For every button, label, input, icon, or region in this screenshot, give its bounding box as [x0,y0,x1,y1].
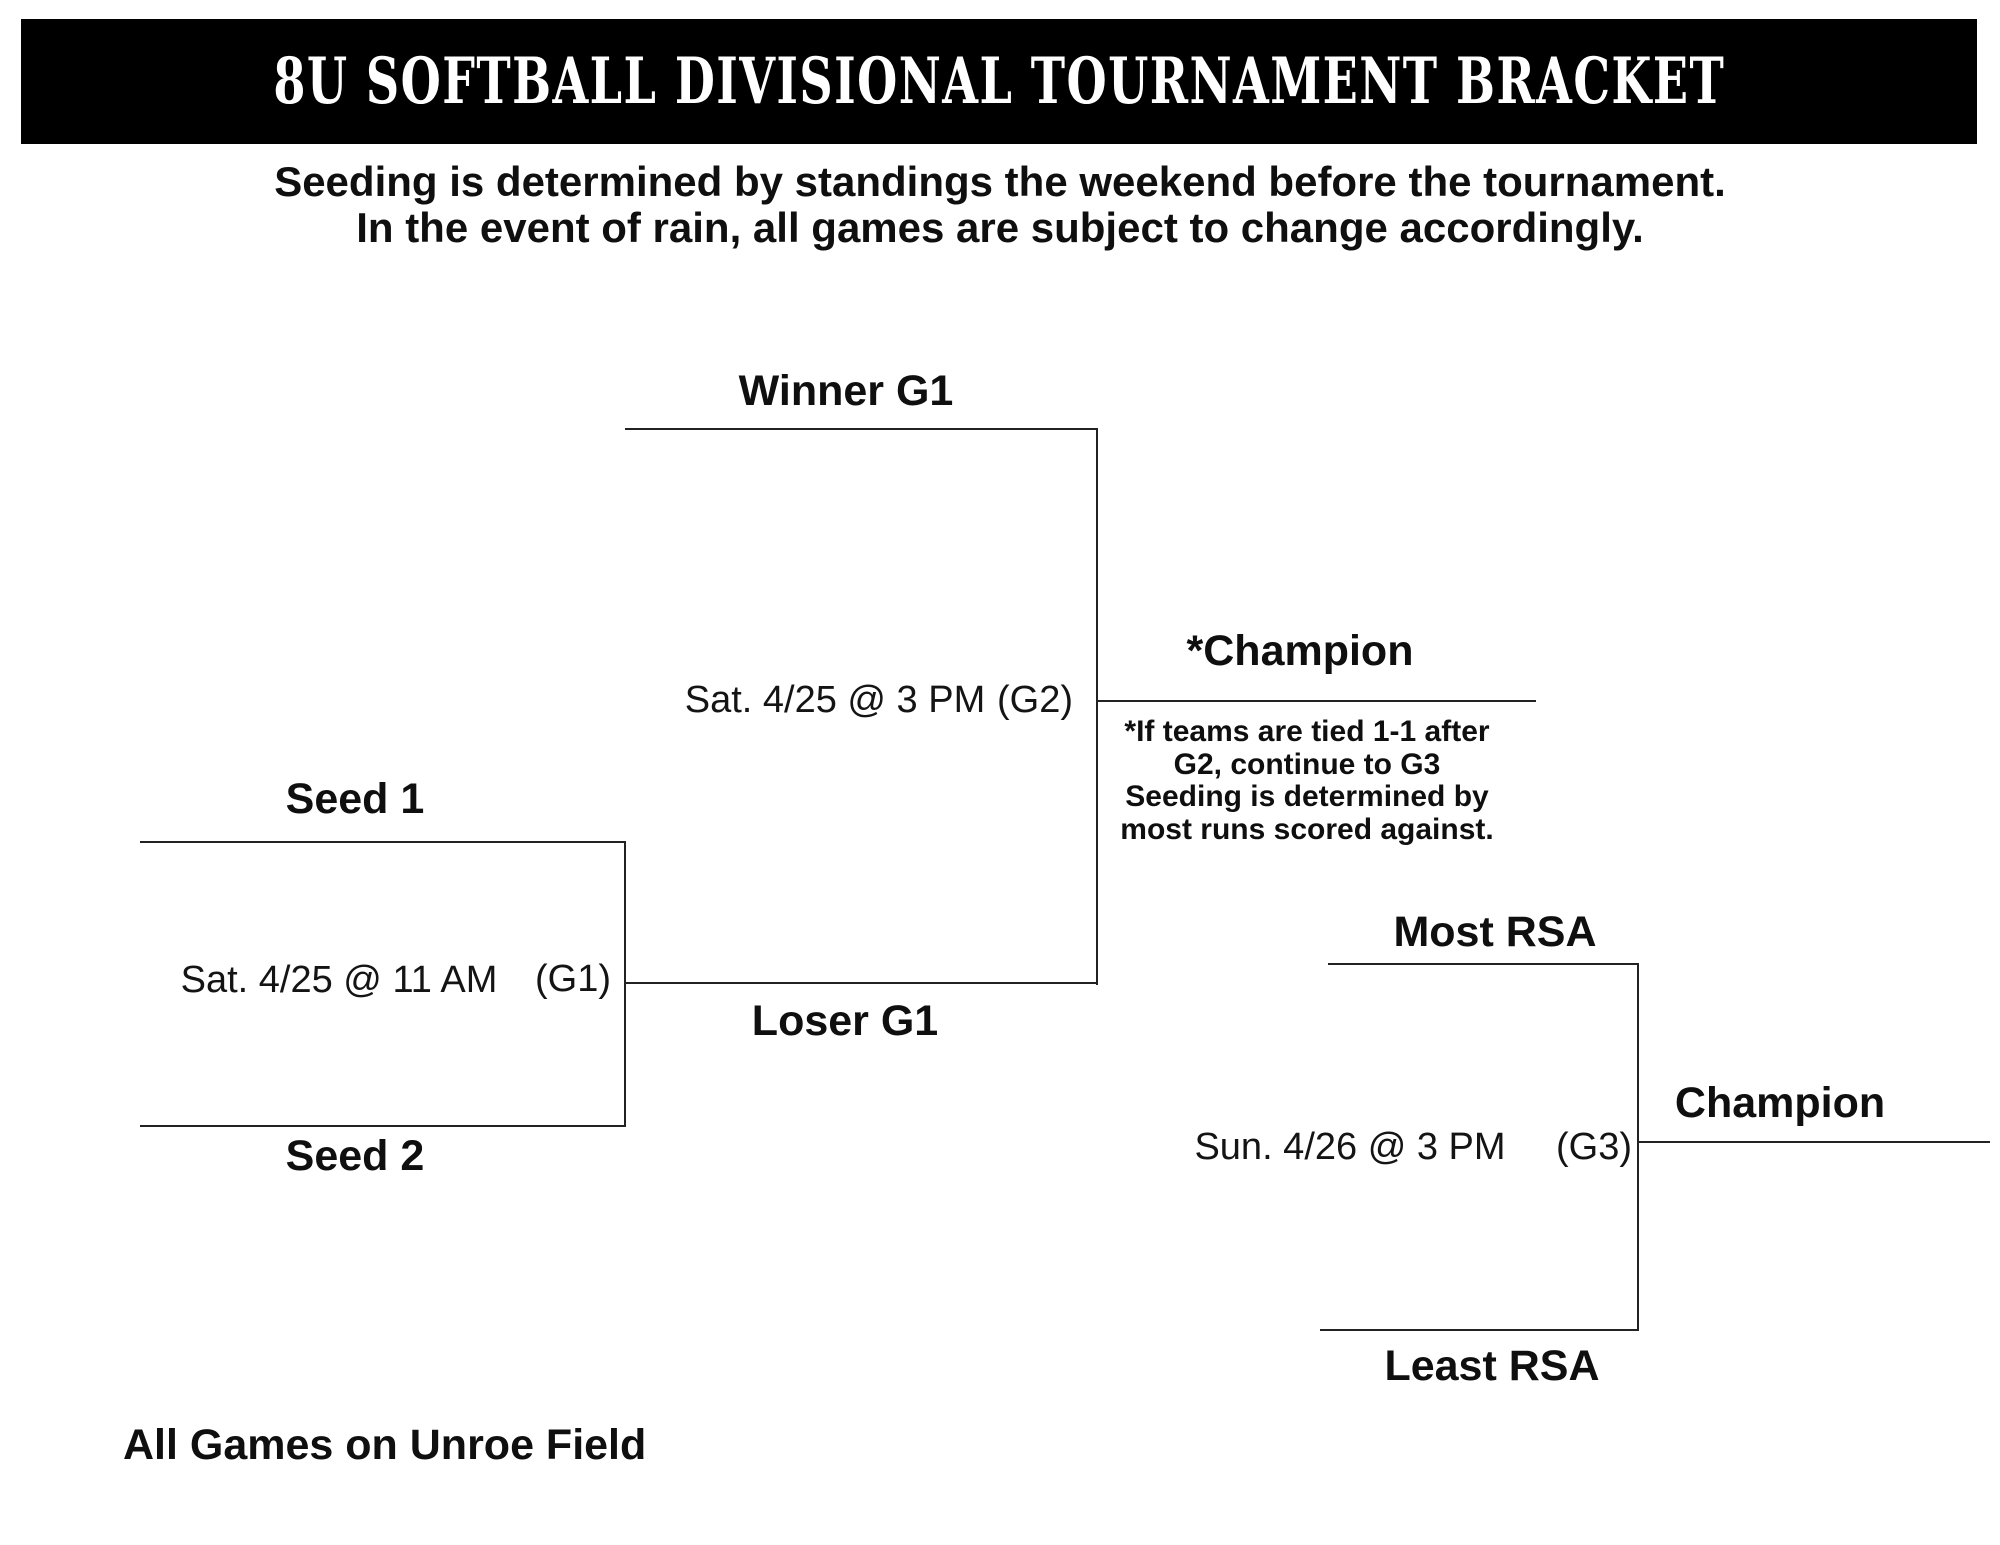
game3-vertical-line [1637,963,1639,1331]
game2-id: (G2) [997,679,1073,721]
page-title: 8U SOFTBALL DIVISIONAL TOURNAMENT BRACKE… [273,44,1725,119]
game1-schedule: Sat. 4/25 @ 11 AM [180,959,498,1001]
game2-vertical-line [1096,428,1098,985]
game1-seed2-line [140,1125,626,1127]
champion-star-label: *Champion [1186,627,1414,675]
game1-vertical-line [624,841,626,1127]
subtitle: Seeding is determined by standings the w… [0,159,2000,251]
game3-bottom-line [1320,1329,1639,1331]
seed-1-label: Seed 1 [285,775,425,823]
tiebreak-note-line-4: most runs scored against. [1120,812,1494,846]
game1-id: (G1) [535,958,611,1000]
subtitle-line-1: Seeding is determined by standings the w… [274,158,1726,205]
game3-schedule: Sun. 4/26 @ 3 PM [1194,1126,1506,1168]
tiebreak-note-line-2: G2, continue to G3 [1173,747,1441,781]
tiebreak-note-line-1: *If teams are tied 1-1 after [1124,715,1490,748]
game2-winner-line [1098,700,1536,702]
least-rsa-label: Least RSA [1384,1342,1600,1390]
seed-2-label: Seed 2 [285,1132,425,1180]
game3-winner-line [1639,1141,1990,1143]
title-banner: 8U SOFTBALL DIVISIONAL TOURNAMENT BRACKE… [21,19,1977,144]
game3-top-line [1328,963,1639,965]
game3-id: (G3) [1556,1126,1632,1168]
tiebreak-note: *If teams are tied 1-1 after G2, continu… [1107,715,1507,846]
game2-schedule: Sat. 4/25 @ 3 PM [684,679,986,721]
champion-final-label: Champion [1674,1079,1886,1127]
most-rsa-label: Most RSA [1393,908,1597,956]
game1-loser-line [626,982,1096,984]
winner-g1-label: Winner G1 [738,367,954,415]
loser-g1-label: Loser G1 [751,997,939,1045]
tiebreak-note-line-3: Seeding is determined by [1125,780,1489,813]
subtitle-line-2: In the event of rain, all games are subj… [356,204,1644,251]
game1-seed1-line [140,841,626,843]
footer-note: All Games on Unroe Field [123,1421,647,1469]
game2-top-line [625,428,1098,430]
